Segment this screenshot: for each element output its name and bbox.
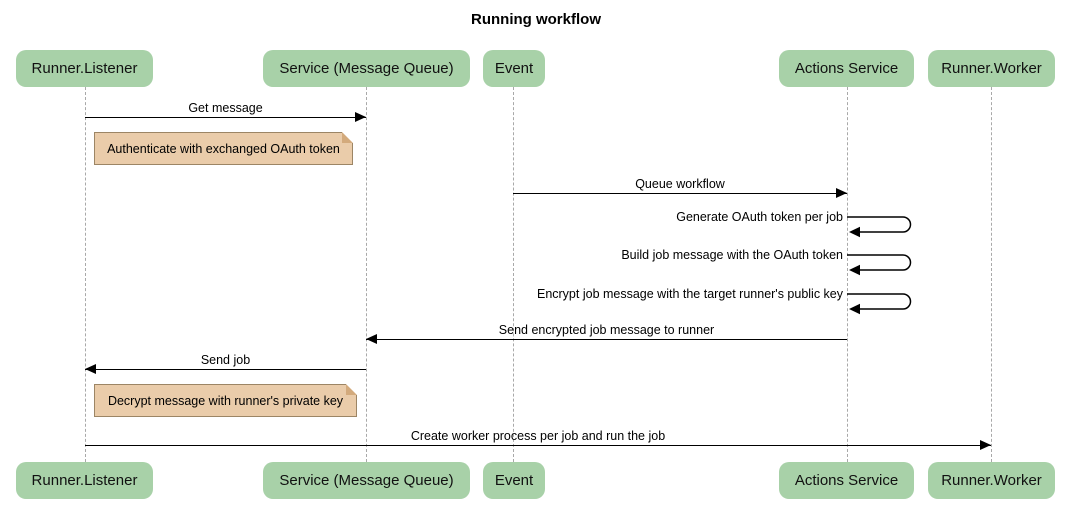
note-text: Authenticate with exchanged OAuth token [107,141,340,156]
folded-corner-icon [342,131,354,143]
lifeline-actions-service [847,87,848,462]
participant-actions-service-top: Actions Service [779,50,914,87]
message-line [85,445,991,446]
message-line [513,193,847,194]
self-message-label-encrypt-job-message: Encrypt job message with the target runn… [536,287,843,301]
diagram-title: Running workflow [471,11,601,28]
participant-label: Event [494,472,534,489]
arrowhead-right-icon [355,112,366,122]
self-loop-arrow-icon [847,254,912,276]
message-label-send-job: Send job [200,353,251,367]
participant-label: Runner.Worker [941,60,1042,77]
message-line [85,117,366,118]
message-line [366,339,847,340]
lifeline-runner-worker [991,87,992,462]
note-authenticate: Authenticate with exchanged OAuth token [94,131,354,165]
participant-label: Runner.Listener [31,472,138,489]
participant-label: Runner.Listener [31,60,138,77]
participant-runner-listener-top: Runner.Listener [16,50,153,87]
arrowhead-left-icon [366,334,377,344]
arrowhead-right-icon [980,440,991,450]
self-loop-arrow-icon [847,293,912,315]
participant-label: Actions Service [794,472,899,489]
message-label-send-encrypted: Send encrypted job message to runner [498,323,715,337]
self-message-label-generate-token: Generate OAuth token per job [676,210,843,224]
self-message-label-build-job-message: Build job message with the OAuth token [621,248,843,262]
participant-actions-service-bottom: Actions Service [779,462,914,499]
participant-service-message-queue-bottom: Service (Message Queue) [263,462,470,499]
lifeline-service-message-queue [366,87,367,462]
lifeline-runner-listener [85,87,86,462]
participant-runner-listener-bottom: Runner.Listener [16,462,153,499]
arrowhead-left-icon [85,364,96,374]
message-label-create-worker: Create worker process per job and run th… [410,429,666,443]
self-loop-arrow-icon [847,216,912,238]
note-text: Decrypt message with runner's private ke… [107,393,344,408]
message-label-queue-workflow: Queue workflow [635,177,725,191]
participant-label: Service (Message Queue) [279,472,454,489]
participant-label: Service (Message Queue) [279,60,454,77]
message-label-get-message: Get message [188,101,263,115]
participant-label: Runner.Worker [941,472,1042,489]
participant-label: Event [494,60,534,77]
participant-label: Actions Service [794,60,899,77]
participant-event-top: Event [483,50,545,87]
folded-corner-icon [346,383,358,395]
arrowhead-right-icon [836,188,847,198]
message-line [85,369,366,370]
participant-runner-worker-bottom: Runner.Worker [928,462,1055,499]
participant-event-bottom: Event [483,462,545,499]
lifeline-event [513,87,514,462]
participant-runner-worker-top: Runner.Worker [928,50,1055,87]
note-decrypt: Decrypt message with runner's private ke… [94,383,358,417]
participant-service-message-queue-top: Service (Message Queue) [263,50,470,87]
